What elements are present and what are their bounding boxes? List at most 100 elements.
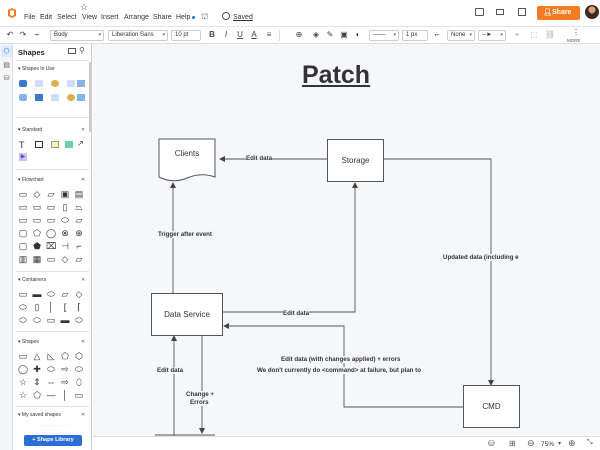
shadow-icon[interactable]: ▣ bbox=[340, 30, 348, 39]
section-standard[interactable]: ▾ Standard bbox=[18, 127, 42, 133]
edge-label[interactable]: Trigger after event bbox=[158, 231, 212, 238]
basic-shape[interactable]: ⬭ bbox=[75, 364, 83, 374]
zoom-in-button[interactable]: ⊕ bbox=[568, 438, 576, 448]
section-shapes[interactable]: ▾ Shapes bbox=[18, 339, 39, 345]
cmd-node[interactable]: CMD bbox=[463, 385, 520, 428]
container-shape[interactable]: ▯ bbox=[34, 302, 40, 312]
menu-file[interactable]: File bbox=[24, 14, 36, 21]
menu-share[interactable]: Share bbox=[153, 14, 172, 21]
basic-shape[interactable]: △ bbox=[33, 351, 41, 361]
format-painter-icon[interactable]: ⌁ bbox=[34, 30, 40, 39]
diagram-canvas[interactable]: Patch Clients Storage Data Service CMD E… bbox=[93, 44, 600, 436]
share-button[interactable]: 👤︎ Share bbox=[537, 6, 580, 20]
section-flowchart[interactable]: ▾ Flowchart bbox=[18, 177, 44, 183]
menu-arrange[interactable]: Arrange bbox=[124, 14, 149, 21]
clients-node-label[interactable]: Clients bbox=[174, 149, 200, 158]
container-shape[interactable]: ▬ bbox=[60, 315, 70, 325]
font-select[interactable]: Liberation Sans▾ bbox=[108, 30, 168, 41]
container-shape[interactable]: ▭ bbox=[18, 289, 28, 299]
star-icon[interactable]: ☆ bbox=[80, 2, 89, 12]
container-shape[interactable]: ⬭ bbox=[33, 315, 41, 325]
basic-shape[interactable]: ⇕ bbox=[33, 377, 41, 387]
flowchart-shape[interactable]: ▱ bbox=[75, 215, 83, 225]
edge-label[interactable]: Change + bbox=[186, 391, 215, 398]
more-label[interactable]: MORE bbox=[567, 38, 581, 43]
opacity-icon[interactable]: ◐ bbox=[355, 30, 361, 39]
link-icon[interactable]: ⛓ bbox=[544, 30, 556, 39]
redo-icon[interactable]: ↷ bbox=[19, 30, 27, 39]
saved-status[interactable]: Saved bbox=[233, 14, 253, 21]
close-section-icon[interactable]: ✕ bbox=[81, 177, 86, 183]
container-shape[interactable]: ▱ bbox=[61, 289, 69, 299]
undo-icon[interactable]: ↶ bbox=[6, 30, 14, 39]
flowchart-shape[interactable]: ◯ bbox=[46, 228, 57, 238]
gift-icon[interactable]: ⛫ bbox=[201, 12, 209, 21]
flowchart-shape[interactable]: ⏢ bbox=[75, 202, 83, 212]
container-shape[interactable]: ⬭ bbox=[19, 302, 27, 312]
rectangle-shape[interactable] bbox=[35, 141, 43, 148]
menu-help[interactable]: Help bbox=[176, 14, 191, 21]
shape-light-rect[interactable] bbox=[51, 94, 59, 101]
italic-button[interactable]: I bbox=[224, 30, 228, 39]
flowchart-shape[interactable]: ▣ bbox=[60, 189, 70, 199]
menu-view[interactable]: View bbox=[82, 14, 98, 21]
flowchart-shape[interactable]: ⌐ bbox=[76, 241, 82, 251]
flowchart-shape[interactable]: ⬠ bbox=[33, 228, 41, 238]
container-shape[interactable]: [ bbox=[63, 302, 67, 312]
basic-shape[interactable]: ⇨ bbox=[61, 364, 69, 374]
menu-select[interactable]: Select bbox=[57, 14, 77, 21]
play-shape-icon[interactable]: ▶ bbox=[19, 153, 27, 161]
bold-button[interactable]: B bbox=[209, 30, 215, 39]
flowchart-shape[interactable]: ▱ bbox=[75, 254, 83, 264]
edge-label[interactable]: Edit data bbox=[246, 155, 273, 162]
shape-blue-rect[interactable] bbox=[35, 94, 43, 101]
flowchart-shape[interactable]: ▭ bbox=[46, 254, 56, 264]
edge-label[interactable]: Updated data (including e bbox=[443, 254, 519, 261]
flowchart-shape[interactable]: ▭ bbox=[18, 215, 28, 225]
container-shape[interactable]: ▭ bbox=[46, 315, 56, 325]
note-shape[interactable] bbox=[51, 141, 59, 148]
shape-gold-circle[interactable] bbox=[67, 94, 75, 101]
align-icon[interactable]: ≡ bbox=[266, 30, 272, 39]
flowchart-shape[interactable]: ▭ bbox=[46, 202, 56, 212]
container-shape[interactable]: │ bbox=[48, 302, 54, 312]
line-color-icon[interactable]: ✎ bbox=[326, 30, 334, 39]
basic-shape[interactable]: ⇨ bbox=[61, 377, 69, 387]
fit-page-icon[interactable]: ⊞ bbox=[509, 439, 516, 448]
style-select[interactable]: Body▾ bbox=[50, 30, 104, 41]
flowchart-shape[interactable]: ⊣ bbox=[61, 241, 69, 251]
basic-shape[interactable]: — bbox=[46, 390, 56, 400]
shape-light-rect[interactable] bbox=[67, 80, 75, 87]
basic-shape[interactable]: ⬠ bbox=[61, 351, 69, 361]
page-title[interactable]: Patch bbox=[302, 61, 371, 89]
shape-blue-rect[interactable] bbox=[19, 80, 27, 87]
layers-icon[interactable]: ⛁ bbox=[488, 439, 495, 448]
flowchart-shape[interactable]: ▭ bbox=[18, 202, 28, 212]
section-saved-shapes[interactable]: ▾ My saved shapes bbox=[18, 412, 61, 418]
zoom-out-button[interactable]: ⊖ bbox=[527, 438, 535, 448]
flowchart-shape[interactable]: ▤ bbox=[74, 189, 84, 199]
storage-node[interactable]: Storage bbox=[327, 139, 384, 182]
underline-button[interactable]: U bbox=[237, 30, 243, 39]
container-shape[interactable]: ⬭ bbox=[19, 315, 27, 325]
flowchart-shape[interactable]: ⬟ bbox=[33, 241, 41, 251]
line-style-select[interactable]: ───▾ bbox=[369, 30, 399, 41]
flowchart-shape[interactable]: ▭ bbox=[46, 215, 56, 225]
basic-shape[interactable]: ◯ bbox=[18, 364, 29, 374]
shape-light-rect[interactable] bbox=[35, 80, 43, 87]
shape-blue-rect[interactable] bbox=[77, 94, 85, 101]
flowchart-shape[interactable]: ▱ bbox=[47, 189, 55, 199]
basic-shape[interactable]: ▭ bbox=[18, 351, 28, 361]
saved-shapes-drop-zone[interactable]: - - - - - - - - - - - - - bbox=[37, 422, 69, 427]
close-section-icon[interactable]: ✕ bbox=[81, 127, 86, 133]
shape-library-button[interactable]: + Shape Library bbox=[24, 435, 82, 446]
zoom-chevron-icon[interactable]: ▾ bbox=[558, 441, 562, 447]
connector-style-icon[interactable]: ⌐ bbox=[434, 30, 440, 39]
menu-insert[interactable]: Insert bbox=[101, 14, 119, 21]
video-icon[interactable] bbox=[496, 9, 504, 15]
container-shape[interactable]: ◇ bbox=[75, 289, 83, 299]
line-shape-icon[interactable]: ↗ bbox=[77, 139, 84, 148]
flowchart-shape[interactable]: ⊗ bbox=[61, 228, 69, 238]
flowchart-shape[interactable]: ◇ bbox=[33, 189, 41, 199]
menu-edit[interactable]: Edit bbox=[40, 14, 53, 21]
